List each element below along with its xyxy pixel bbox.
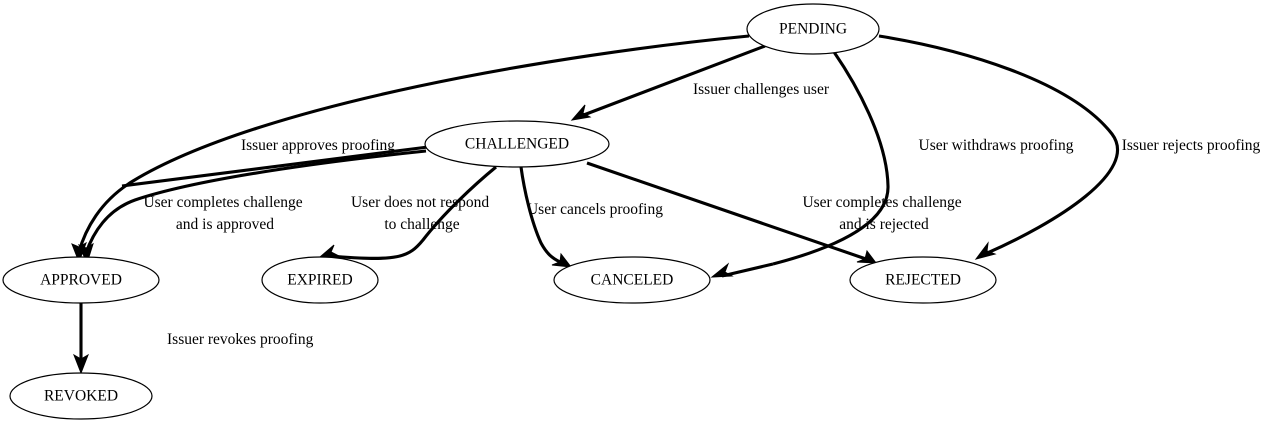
edge-label-line: to challenge <box>384 216 459 233</box>
edge-label-line: and is rejected <box>839 216 929 233</box>
node-label-pending: PENDING <box>779 21 847 38</box>
edge-path-pending-challenged <box>580 44 766 118</box>
node-shape-revoked <box>9 372 153 420</box>
node-label-rejected: REJECTED <box>885 272 961 289</box>
node-label-canceled: CANCELED <box>591 272 674 289</box>
edge-challenged-to-expired[interactable] <box>318 165 497 260</box>
node-pending[interactable]: PENDING <box>746 3 880 55</box>
arrowhead-challenged-approved-issuer <box>78 242 94 265</box>
node-revoked[interactable]: REVOKED <box>9 372 153 420</box>
node-shape-approved <box>2 256 160 304</box>
edge-path-pending-rejected <box>878 34 1120 256</box>
edge-pending-to-canceled[interactable] <box>710 51 890 278</box>
edge-label-line: and is approved <box>176 216 274 233</box>
edge-label-line: User completes challenge <box>143 194 302 211</box>
edge-path-challenged-approved-user <box>121 145 429 188</box>
edge-path-challenged-rejected <box>586 161 867 261</box>
node-rejected[interactable]: REJECTED <box>849 256 997 304</box>
node-shape-pending <box>746 3 880 55</box>
node-label-revoked: REVOKED <box>44 388 118 405</box>
edge-path-challenged-expired <box>329 165 497 260</box>
node-approved[interactable]: APPROVED <box>2 256 160 304</box>
node-challenged[interactable]: CHALLENGED <box>424 120 610 168</box>
node-label-approved: APPROVED <box>40 272 122 289</box>
edge-pending-to-challenged[interactable] <box>570 44 766 121</box>
arrowhead-pending-challenged <box>570 104 592 121</box>
edge-challenged-to-approved-issuer[interactable] <box>78 149 427 265</box>
nodes-layer: PENDING CHALLENGED APPROVED EXPIRED CANC… <box>2 3 997 420</box>
edge-label-challenged-approved-user: User completes challenge and is approved <box>143 194 306 233</box>
node-label-expired: EXPIRED <box>287 272 352 289</box>
node-expired[interactable]: EXPIRED <box>261 256 379 304</box>
edge-path-pending-canceled-tail <box>721 262 774 278</box>
node-canceled[interactable]: CANCELED <box>553 256 711 304</box>
edge-label-line: User does not respond <box>351 194 489 211</box>
edge-label-pending-challenged: Issuer challenges user <box>693 81 830 98</box>
edge-label-challenged-expired: User does not respond to challenge <box>351 194 493 233</box>
arrowhead-challenged-rejected <box>856 249 878 264</box>
edge-labels-layer: Issuer challenges user User withdraws pr… <box>143 81 1260 348</box>
edge-label-pending-canceled: User withdraws proofing <box>919 137 1074 154</box>
edge-challenged-to-canceled[interactable] <box>519 166 573 268</box>
node-label-challenged: CHALLENGED <box>465 136 569 153</box>
node-shape-rejected <box>849 256 997 304</box>
edge-path-challenged-canceled <box>519 166 561 264</box>
edge-pending-to-rejected[interactable] <box>878 34 1120 260</box>
edges-layer <box>71 34 1120 375</box>
edge-label-line: User completes challenge <box>802 194 961 211</box>
edge-approved-to-revoked[interactable] <box>73 303 89 375</box>
edge-label-pending-rejected: Issuer rejects proofing <box>1122 137 1261 154</box>
node-shape-challenged <box>424 120 610 168</box>
node-shape-canceled <box>553 256 711 304</box>
edge-path-pending-canceled <box>772 51 890 266</box>
edge-label-approved-revoked: Issuer revokes proofing <box>167 331 314 348</box>
arrowhead-pending-rejected <box>974 241 997 260</box>
edge-label-challenged-rejected: User completes challenge and is rejected <box>802 194 965 233</box>
node-shape-expired <box>261 256 379 304</box>
arrowhead-challenged-expired <box>318 244 341 258</box>
edge-challenged-to-rejected[interactable] <box>586 161 878 264</box>
edge-label-challenged-approved-issuer: Issuer approves proofing <box>241 137 395 154</box>
edge-path-challenged-approved-issuer <box>84 149 427 254</box>
edge-challenged-to-approved-user[interactable] <box>121 145 429 188</box>
edge-path-pending-approved <box>77 34 750 253</box>
arrowhead-approved-revoked <box>73 353 89 375</box>
edge-label-challenged-canceled: User cancels proofing <box>527 201 663 218</box>
arrowhead-challenged-canceled <box>551 252 573 268</box>
